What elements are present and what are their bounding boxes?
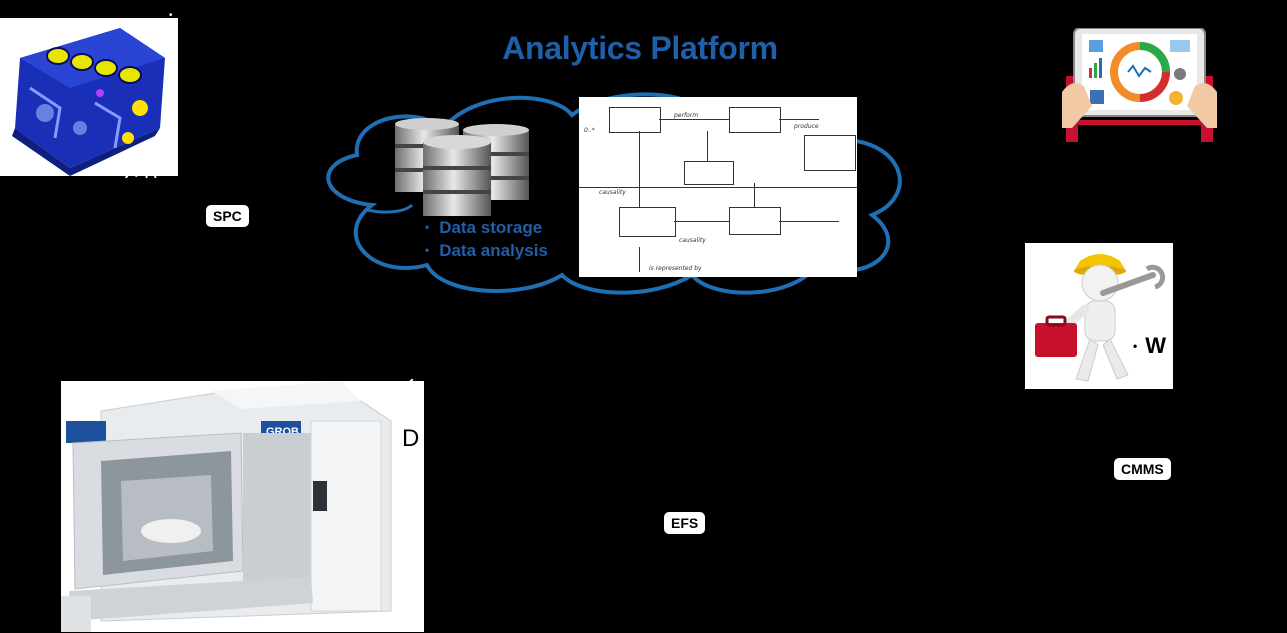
cloud-bullet-list: •Data storage •Data analysis — [425, 216, 548, 262]
engine-bullet-1: • — [169, 10, 173, 21]
uml-class-box — [729, 207, 781, 235]
page-title: Analytics Platform — [502, 30, 778, 66]
uml-class-box — [729, 107, 781, 133]
efs-label: EFS — [664, 512, 706, 534]
uml-class-box — [619, 207, 676, 237]
uml-class-diagram: 0..* perform produce causality causality… — [579, 97, 857, 277]
uml-class-box — [804, 135, 856, 171]
engine-block-icon — [12, 28, 165, 176]
cnc-machine-icon: GROB — [61, 381, 392, 632]
spc-label: SPC — [206, 205, 249, 227]
maintenance-worker-icon — [1035, 254, 1166, 382]
bullet-data-storage: •Data storage — [425, 218, 543, 237]
cmms-label: CMMS — [1114, 458, 1171, 480]
uml-class-box — [684, 161, 734, 185]
bullet-data-analysis: •Data analysis — [425, 241, 548, 260]
engine-block-image — [0, 18, 178, 176]
uml-class-box — [609, 107, 661, 133]
cnc-machine-image: GROB — [61, 381, 424, 632]
engine-caption-partial: C P — [124, 170, 157, 178]
database-stack-icon — [395, 118, 529, 216]
maintenance-bullet: •W — [1133, 333, 1166, 358]
machine-side-text: D — [402, 425, 420, 452]
maintenance-worker-image — [1025, 243, 1173, 389]
engine-bullet-2: • — [169, 38, 173, 49]
analytics-tablet-icon — [1062, 28, 1217, 142]
